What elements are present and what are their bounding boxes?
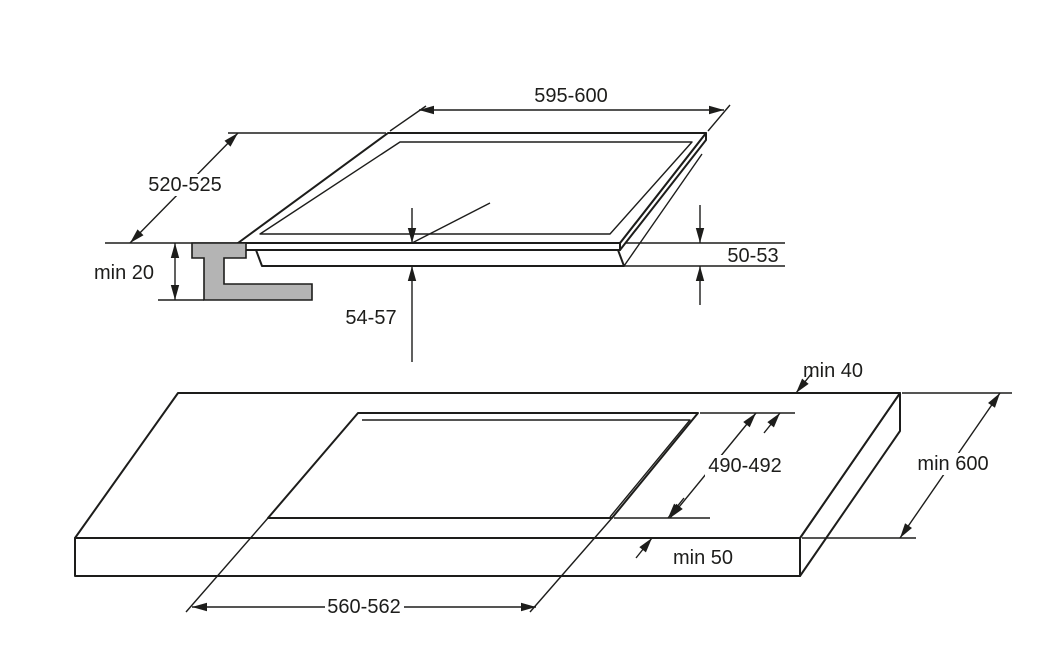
front-clearance-arrow-bottom	[635, 537, 653, 559]
cooktop-surface-inner-edge	[259, 141, 693, 235]
dimension-labels: 595-600 520-525 50-53 54-57 min 20 min 4…	[94, 85, 992, 618]
cooktop-body-right-edge	[623, 153, 703, 267]
cooktop-top-view	[105, 104, 785, 362]
cutout-width-label-background	[325, 596, 404, 618]
hob-edge-height-dimension-label: 50-53	[727, 245, 778, 267]
cooktop-glass-surface	[237, 132, 707, 244]
clearance-below-dimension-label: min 20	[94, 262, 154, 284]
cutout-width-dimension-label: 560-562	[327, 596, 400, 618]
rear-clearance-arrow-top	[795, 372, 813, 394]
cutout-depth-dimension-label: 490-492	[708, 455, 781, 477]
hob-width-dimension-label: 595-600	[534, 85, 607, 107]
front-clearance-arrow-top	[667, 497, 685, 519]
hob-total-height-dimension-label: 54-57	[345, 307, 396, 329]
worktop-cutout-view	[74, 372, 1012, 613]
worktop-depth-label-background	[914, 453, 992, 475]
cooktop-glass-front-face	[237, 242, 621, 251]
cutout-width-extension-right	[529, 517, 613, 613]
rear-clearance-dimension-label: min 40	[803, 360, 863, 382]
hob-depth-dimension-label: 520-525	[148, 174, 221, 196]
width-extension-right	[707, 104, 731, 132]
total-height-leader-line	[411, 202, 491, 244]
cutout-width-extension-left	[185, 517, 269, 613]
depth-label-background	[146, 174, 224, 196]
front-clearance-dimension-label: min 50	[673, 547, 733, 569]
cutout-depth-label-background	[705, 455, 785, 477]
mounting-bracket	[191, 242, 313, 301]
cooktop-body-front-face	[255, 249, 625, 267]
worktop-depth-dimension-label: min 600	[917, 453, 988, 475]
rear-clearance-arrow-bottom	[763, 412, 781, 434]
